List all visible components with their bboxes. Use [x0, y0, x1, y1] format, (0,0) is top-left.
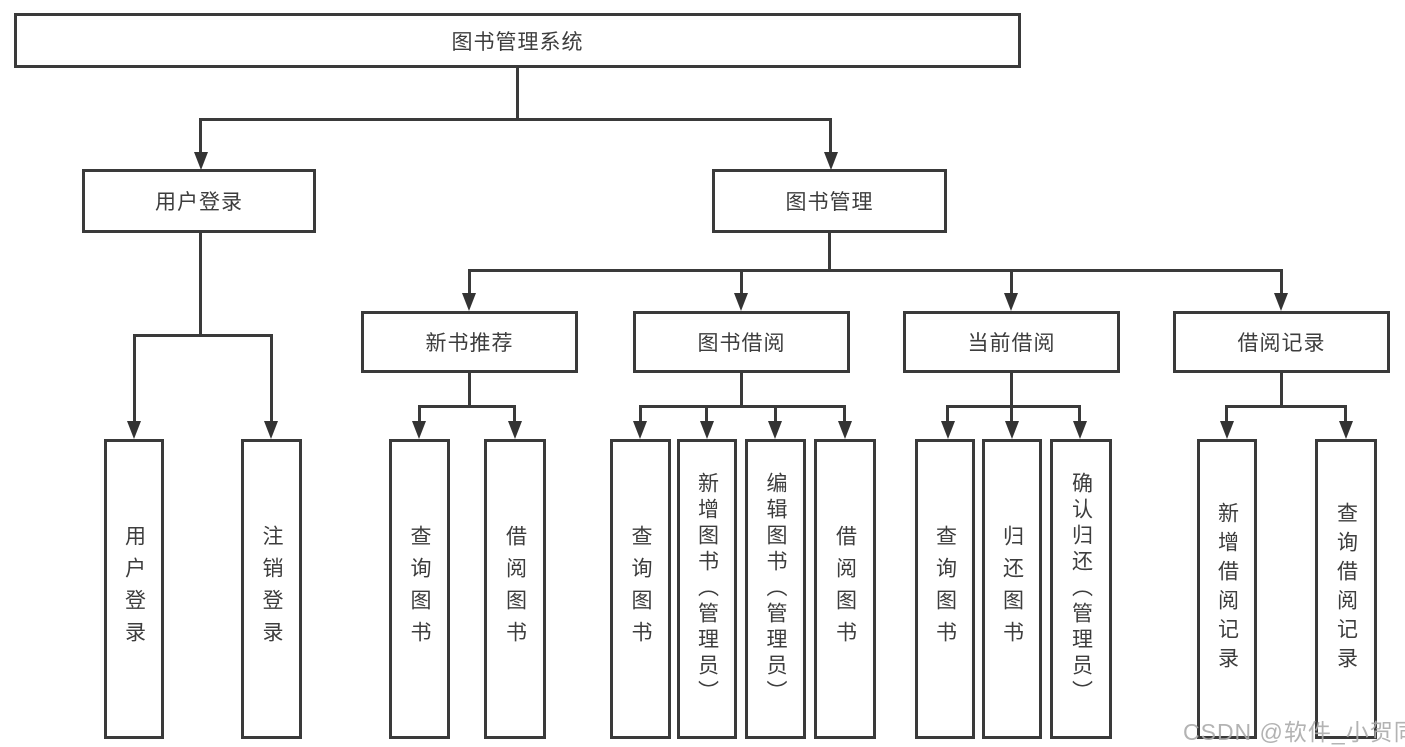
connector-new-book-stem [468, 373, 471, 408]
node-book-borrowing: 图书借阅 [633, 311, 850, 373]
connector-book-management-bar [468, 269, 1283, 272]
arrow-down-icon [1005, 421, 1019, 439]
node-borrowing-records: 借阅记录 [1173, 311, 1390, 373]
connector-user-login-stem [199, 233, 202, 336]
arrow-down-icon [462, 293, 476, 311]
node-label: 图书借阅 [697, 332, 786, 355]
connector-root-stem [516, 68, 519, 120]
connector-current-borrowing-bar [946, 405, 1081, 408]
connector-to-leaf-query-books-1 [418, 405, 421, 423]
arrow-down-icon [412, 421, 426, 439]
connector-to-leaf-add-book [705, 405, 708, 423]
leaf-edit-book-admin: 编辑图书（管理员） [745, 439, 806, 739]
node-user-login: 用户登录 [82, 169, 316, 233]
connector-book-management-stem [828, 233, 831, 271]
arrow-down-icon [127, 421, 141, 439]
connector-to-leaf-borrow-books-2 [843, 405, 846, 423]
arrow-down-icon [264, 421, 278, 439]
leaf-borrow-books-2: 借阅图书 [814, 439, 876, 739]
connector-to-leaf-return-books [1010, 405, 1013, 423]
arrow-down-icon [941, 421, 955, 439]
node-current-borrowing: 当前借阅 [903, 311, 1120, 373]
connector-new-book-bar [418, 405, 516, 408]
connector-to-book-borrowing [740, 269, 743, 295]
node-label: 当前借阅 [967, 332, 1056, 355]
arrow-down-icon [1004, 293, 1018, 311]
leaf-return-books: 归还图书 [982, 439, 1042, 739]
connector-to-leaf-query-books-2 [639, 405, 642, 423]
leaf-borrow-books-1: 借阅图书 [484, 439, 546, 739]
leaf-query-books-1: 查询图书 [389, 439, 450, 739]
leaf-user-login: 用户登录 [104, 439, 164, 739]
connector-borrowing-records-bar [1225, 405, 1347, 408]
leaf-logout: 注销登录 [241, 439, 302, 739]
connector-book-borrowing-stem [740, 373, 743, 408]
connector-to-leaf-user-login [133, 334, 136, 423]
leaf-label: 查询图书 [933, 525, 957, 653]
arrow-down-icon [1274, 293, 1288, 311]
leaf-label: 归还图书 [1000, 525, 1024, 653]
leaf-label: 新增借阅记录 [1215, 502, 1239, 676]
arrow-down-icon [838, 421, 852, 439]
connector-to-leaf-query-record [1344, 405, 1347, 423]
connector-to-leaf-query-books-3 [946, 405, 949, 423]
arrow-down-icon [194, 152, 208, 170]
connector-user-login-bar [133, 334, 273, 337]
connector-to-leaf-borrow-books-1 [513, 405, 516, 423]
leaf-label: 查询图书 [629, 525, 652, 653]
connector-to-leaf-add-record [1225, 405, 1228, 423]
leaf-label: 用户登录 [122, 525, 146, 653]
leaf-label: 编辑图书（管理员） [764, 472, 787, 706]
leaf-add-book-admin: 新增图书（管理员） [677, 439, 737, 739]
connector-to-leaf-logout [270, 334, 273, 423]
arrow-down-icon [1339, 421, 1353, 439]
connector-to-current-borrowing [1010, 269, 1013, 295]
connector-root-bar [199, 118, 832, 121]
arrow-down-icon [734, 293, 748, 311]
arrow-down-icon [1220, 421, 1234, 439]
arrow-down-icon [508, 421, 522, 439]
leaf-query-books-2: 查询图书 [610, 439, 671, 739]
connector-to-leaf-confirm-return [1078, 405, 1081, 423]
node-new-book-recommendation: 新书推荐 [361, 311, 578, 373]
node-book-management: 图书管理 [712, 169, 947, 233]
node-label: 用户登录 [155, 191, 243, 214]
leaf-label: 注销登录 [260, 525, 283, 653]
arrow-down-icon [824, 152, 838, 170]
leaf-label: 查询图书 [408, 525, 431, 653]
leaf-label: 查询借阅记录 [1334, 502, 1358, 676]
leaf-confirm-return-admin: 确认归还（管理员） [1050, 439, 1112, 739]
arrow-down-icon [768, 421, 782, 439]
node-label: 借阅记录 [1237, 332, 1326, 355]
connector-to-book-management [829, 118, 832, 154]
leaf-label: 确认归还（管理员） [1069, 472, 1093, 706]
leaf-label: 新增图书（管理员） [695, 472, 719, 706]
arrow-down-icon [1073, 421, 1087, 439]
connector-to-leaf-edit-book [774, 405, 777, 423]
arrow-down-icon [700, 421, 714, 439]
node-label: 新书推荐 [425, 332, 514, 355]
node-library-management-system: 图书管理系统 [14, 13, 1021, 68]
connector-current-borrowing-stem [1010, 373, 1013, 408]
node-label: 图书管理 [785, 191, 874, 214]
connector-to-borrowing-records [1280, 269, 1283, 295]
arrow-down-icon [633, 421, 647, 439]
connector-to-user-login [199, 118, 202, 154]
leaf-query-books-3: 查询图书 [915, 439, 975, 739]
leaf-label: 借阅图书 [833, 525, 857, 653]
connector-book-borrowing-bar [639, 405, 846, 408]
connector-to-new-book-recommendation [468, 269, 471, 295]
connector-borrowing-records-stem [1280, 373, 1283, 408]
leaf-query-borrow-record: 查询借阅记录 [1315, 439, 1377, 739]
leaf-add-borrow-record: 新增借阅记录 [1197, 439, 1257, 739]
node-label: 图书管理系统 [451, 30, 584, 54]
leaf-label: 借阅图书 [503, 525, 527, 653]
watermark: CSDN @软件_小贺同学 [1183, 719, 1405, 745]
